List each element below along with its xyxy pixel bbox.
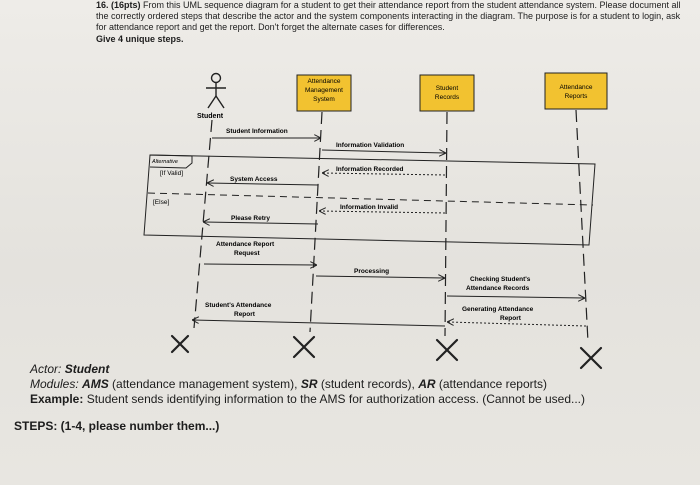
question-text: From this UML sequence diagram for a stu… — [96, 0, 681, 32]
ams-label-line1: Attendance — [308, 78, 341, 85]
example-text: Student sends identifying information to… — [86, 392, 585, 406]
destruction-marks — [170, 334, 603, 370]
ar-label-line1: Attendance — [560, 84, 593, 91]
modules-ar: AR — [418, 377, 436, 391]
msg-information-validation-label: Information Validation — [336, 142, 404, 149]
msg-generating-report-line2: Report — [500, 315, 522, 322]
msg-attendance-report-request-line1: Attendance Report — [216, 241, 275, 248]
msg-system-access-arrow — [208, 183, 319, 185]
modules-ar-desc: (attendance reports) — [435, 377, 547, 391]
msg-students-attendance-report-arrow — [193, 320, 446, 327]
msg-attendance-report-request-label: Attendance Report Request — [216, 241, 276, 257]
example-line: Example: Student sends identifying infor… — [30, 392, 680, 407]
actor-line-value: Student — [64, 362, 110, 376]
sr-label-line2: Records — [435, 94, 460, 101]
msg-information-invalid-label: Information Invalid — [340, 204, 398, 211]
sr-destroy-x-icon — [435, 338, 459, 362]
msg-generating-report-line1: Generating Attendance — [462, 306, 534, 313]
msg-checking-records-line1: Checking Student's — [470, 276, 531, 283]
msg-information-recorded-arrow — [323, 173, 446, 175]
modules-ams-desc: (attendance management system), — [108, 377, 301, 391]
student-destroy-x-icon — [170, 334, 190, 354]
msg-information-recorded-label: Information Recorded — [336, 166, 404, 173]
msg-please-retry-arrow — [204, 222, 319, 224]
actor-line: Actor: Student — [30, 362, 680, 377]
msg-attendance-report-request-arrow — [203, 264, 316, 265]
msg-generating-report-label: Generating Attendance Report — [462, 306, 535, 322]
guard-else: [Else] — [153, 199, 169, 206]
msg-information-validation-arrow — [321, 150, 445, 153]
sr-label-line1: Student — [436, 85, 459, 92]
msg-students-attendance-report-line1: Student's Attendance — [205, 302, 272, 309]
msg-please-retry-label: Please Retry — [231, 215, 270, 222]
modules-sr-desc: (student records), — [317, 377, 419, 391]
question-block: 16. (16pts) From this UML sequence diagr… — [96, 0, 686, 45]
actor-line-label: Actor: — [30, 362, 62, 376]
msg-student-information-label: Student Information — [226, 128, 288, 135]
lifelines — [193, 109, 589, 343]
ams-label-line3: System — [313, 96, 335, 103]
fragment-label: Alternative — [151, 159, 178, 165]
msg-attendance-report-request-line2: Request — [234, 250, 260, 257]
msg-students-attendance-report-line2: Report — [234, 311, 256, 318]
msg-information-invalid-arrow — [320, 211, 446, 213]
msg-checking-records-arrow — [446, 296, 584, 298]
attendance-reports-box: Attendance Reports — [544, 72, 608, 110]
msg-checking-records-line2: Attendance Records — [466, 285, 530, 292]
ar-label-line2: Reports — [565, 93, 589, 100]
msg-generating-report-arrow — [448, 322, 587, 327]
modules-ams: AMS — [82, 377, 109, 391]
ar-destroy-x-icon — [579, 346, 603, 370]
steps-instruction: STEPS: (1-4, please number them...) — [14, 419, 220, 433]
example-label: Example: — [30, 392, 84, 406]
question-number: 16. (16pts) — [96, 0, 141, 10]
student-actor-icon — [206, 72, 226, 109]
alternative-fragment — [143, 154, 596, 246]
msg-system-access-label: System Access — [230, 176, 278, 183]
msg-checking-records-label: Checking Student's Attendance Records — [466, 276, 532, 292]
give-steps-instruction: Give 4 unique steps. — [96, 34, 184, 44]
ams-box: Attendance Management System — [296, 74, 352, 112]
ams-label-line2: Management — [305, 87, 343, 94]
footer-block: Actor: Student Modules: AMS (attendance … — [14, 362, 680, 434]
guard-if: [If Valid] — [160, 170, 183, 177]
modules-label: Modules: — [30, 377, 79, 391]
modules-sr: SR — [300, 377, 318, 391]
ams-destroy-x-icon — [292, 335, 316, 359]
msg-processing-arrow — [315, 276, 444, 278]
modules-line: Modules: AMS (attendance management syst… — [30, 377, 680, 392]
msg-students-attendance-report-label: Student's Attendance Report — [205, 302, 273, 318]
student-records-box: Student Records — [419, 74, 475, 112]
actor-label: Student — [197, 113, 224, 120]
msg-processing-label: Processing — [354, 268, 389, 275]
